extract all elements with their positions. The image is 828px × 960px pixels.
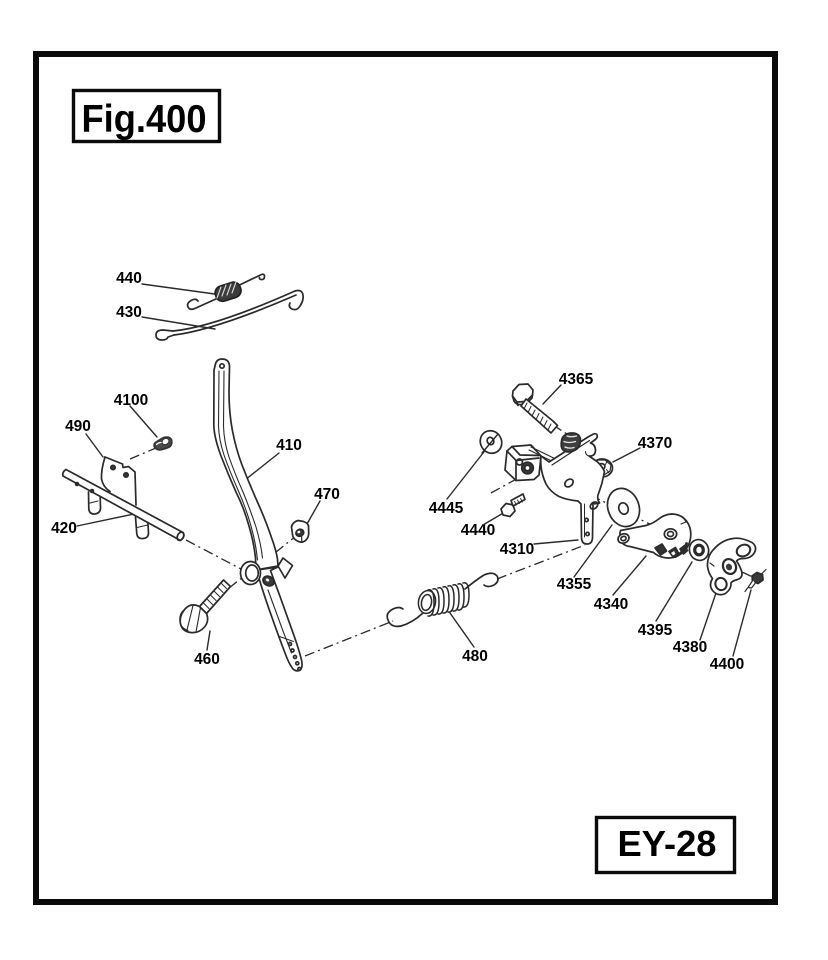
- svg-text:490: 490: [65, 418, 91, 435]
- svg-text:470: 470: [314, 486, 340, 503]
- svg-text:4310: 4310: [500, 541, 534, 558]
- svg-text:4355: 4355: [557, 576, 592, 593]
- svg-text:EY-28: EY-28: [618, 823, 717, 864]
- svg-text:4370: 4370: [638, 435, 672, 452]
- svg-text:440: 440: [116, 270, 142, 287]
- svg-text:4340: 4340: [594, 596, 628, 613]
- svg-text:4380: 4380: [673, 639, 707, 656]
- svg-text:480: 480: [462, 648, 488, 665]
- svg-text:4400: 4400: [710, 656, 744, 673]
- svg-text:Fig.400: Fig.400: [82, 98, 207, 141]
- svg-text:460: 460: [194, 651, 220, 668]
- svg-text:4440: 4440: [461, 522, 495, 539]
- svg-text:4445: 4445: [429, 500, 464, 517]
- svg-text:4100: 4100: [114, 392, 148, 409]
- svg-text:4395: 4395: [638, 622, 673, 639]
- svg-text:430: 430: [116, 304, 142, 321]
- svg-text:410: 410: [276, 437, 302, 454]
- svg-text:4365: 4365: [559, 371, 594, 388]
- svg-text:420: 420: [51, 520, 77, 537]
